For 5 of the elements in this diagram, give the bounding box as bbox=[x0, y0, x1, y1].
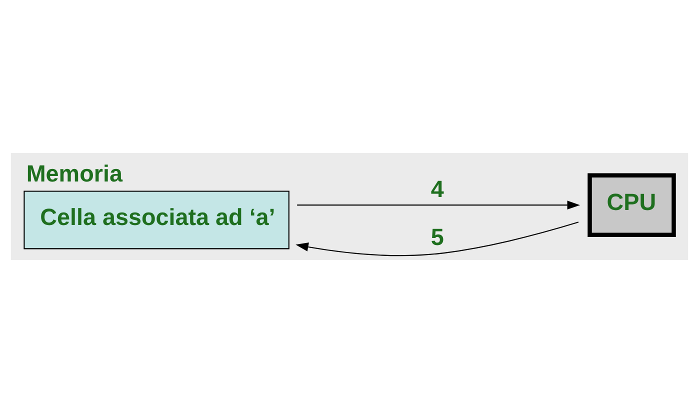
node-label: Memoria bbox=[26, 160, 122, 186]
arrow bbox=[296, 221, 579, 256]
edge-label: 5 bbox=[430, 224, 444, 250]
edge-label: 4 bbox=[430, 176, 444, 202]
arrow bbox=[297, 200, 580, 210]
